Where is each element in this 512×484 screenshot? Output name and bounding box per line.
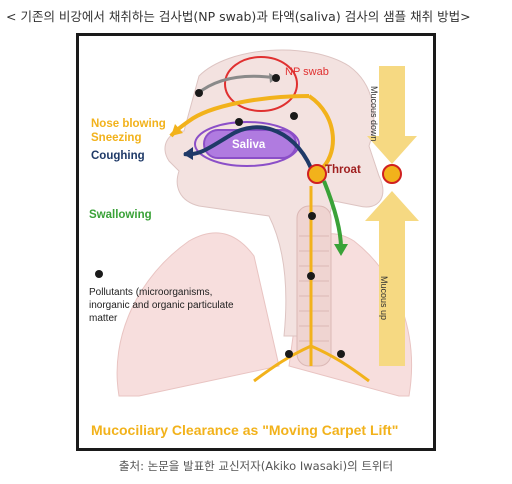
pollutants-legend-label: Pollutants (microorganisms, inorganic an… bbox=[89, 287, 234, 324]
sneezing-text: Sneezing bbox=[91, 132, 142, 144]
throat-label: Throat bbox=[325, 164, 361, 176]
swallowing-path bbox=[322, 180, 343, 249]
throat-circle bbox=[307, 164, 327, 184]
nose-blowing-arrow-head bbox=[171, 124, 183, 136]
np-swab-circle bbox=[224, 56, 298, 112]
swallowing-label: Swallowing bbox=[89, 209, 152, 221]
moving-carpet-title: Mucociliary Clearance as "Moving Carpet … bbox=[91, 422, 399, 438]
np-swab-label: NP swab bbox=[285, 66, 329, 78]
saliva-outline bbox=[194, 121, 300, 167]
mucous-down-label: Mucous down bbox=[369, 86, 379, 142]
trachea-rings bbox=[299, 235, 329, 342]
swallowing-arrow-head bbox=[334, 244, 348, 256]
coughing-path bbox=[183, 125, 316, 177]
mucous-up-label: Mucous up bbox=[379, 276, 389, 321]
anatomy-illustration bbox=[95, 49, 419, 397]
mucous-up-arrow bbox=[365, 191, 419, 366]
mucociliary-diagram: NP swab Nose blowing Sneezing Coughing S… bbox=[76, 33, 436, 451]
nose-blowing-text: Nose blowing bbox=[91, 118, 166, 130]
coughing-arrow-head bbox=[183, 147, 193, 160]
throat-marker-right bbox=[382, 164, 402, 184]
saliva-label: Saliva bbox=[232, 139, 266, 151]
trachea-shape bbox=[296, 205, 332, 367]
left-lung-shape bbox=[116, 232, 280, 397]
nasal-flow-arrow bbox=[196, 74, 278, 96]
figure-source-caption: 출처: 논문을 발표한 교신저자(Akiko Iwasaki)의 트위터 bbox=[118, 459, 394, 473]
mucous-down-arrow bbox=[367, 66, 417, 164]
figure-caption-title: < 기존의 비강에서 채취하는 검사법(NP swab)과 타액(saliva)… bbox=[6, 9, 471, 24]
coughing-label: Coughing bbox=[91, 150, 145, 162]
pollutant-particles bbox=[95, 74, 345, 358]
nose-blowing-label: Nose blowing Sneezing bbox=[91, 117, 166, 145]
